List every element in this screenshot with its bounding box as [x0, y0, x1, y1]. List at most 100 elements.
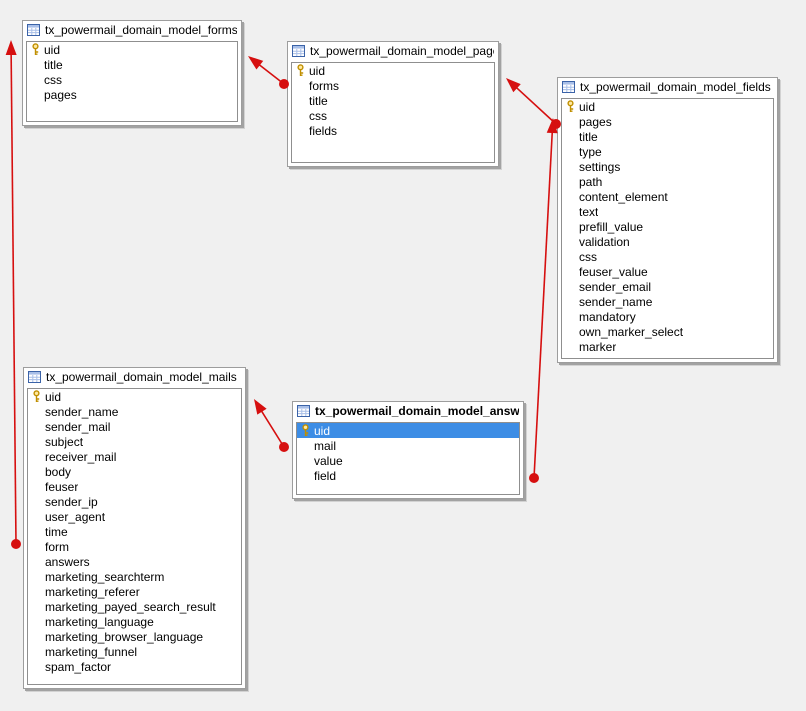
field-row-own_marker_select[interactable]: own_marker_select — [562, 324, 773, 339]
table-header-mails[interactable]: tx_powermail_domain_model_mails — [24, 368, 245, 386]
empty-key-cell — [292, 108, 309, 123]
field-name: title — [44, 57, 63, 72]
primary-key-cell — [292, 63, 309, 78]
field-row-title[interactable]: title — [292, 93, 494, 108]
field-row-marketing_language[interactable]: marketing_language — [28, 614, 241, 629]
field-name: sender_ip — [45, 494, 98, 509]
empty-key-cell — [28, 569, 45, 584]
empty-key-cell — [28, 419, 45, 434]
field-row-title[interactable]: title — [27, 57, 237, 72]
field-row-uid[interactable]: uid — [562, 99, 773, 114]
field-row-marketing_searchterm[interactable]: marketing_searchterm — [28, 569, 241, 584]
empty-key-cell — [292, 123, 309, 138]
field-row-validation[interactable]: validation — [562, 234, 773, 249]
connector-mails-form-to-forms — [5, 40, 21, 549]
empty-key-cell — [292, 93, 309, 108]
empty-key-cell — [28, 404, 45, 419]
table-header-fields[interactable]: tx_powermail_domain_model_fields — [558, 78, 777, 96]
field-row-marketing_funnel[interactable]: marketing_funnel — [28, 644, 241, 659]
field-row-content_element[interactable]: content_element — [562, 189, 773, 204]
field-row-pages[interactable]: pages — [562, 114, 773, 129]
empty-key-cell — [28, 629, 45, 644]
arrowhead — [254, 399, 267, 415]
field-name: settings — [579, 159, 621, 174]
field-row-sender_name[interactable]: sender_name — [28, 404, 241, 419]
field-row-marketing_browser_language[interactable]: marketing_browser_language — [28, 629, 241, 644]
field-row-mail[interactable]: mail — [297, 438, 519, 453]
empty-key-cell — [562, 294, 579, 309]
field-row-uid[interactable]: uid — [292, 63, 494, 78]
field-row-type[interactable]: type — [562, 144, 773, 159]
field-row-sender_email[interactable]: sender_email — [562, 279, 773, 294]
field-row-mandatory[interactable]: mandatory — [562, 309, 773, 324]
field-row-pages[interactable]: pages — [27, 87, 237, 102]
table-grid-icon — [292, 45, 305, 57]
primary-key-icon — [301, 424, 309, 436]
field-row-form[interactable]: form — [28, 539, 241, 554]
field-row-feuser_value[interactable]: feuser_value — [562, 264, 773, 279]
field-row-subject[interactable]: subject — [28, 434, 241, 449]
field-row-uid[interactable]: uid — [27, 42, 237, 57]
field-row-sender_name[interactable]: sender_name — [562, 294, 773, 309]
field-name: validation — [579, 234, 630, 249]
field-row-answers[interactable]: answers — [28, 554, 241, 569]
connector-answers-field-to-fields — [529, 118, 558, 483]
field-row-marketing_referer[interactable]: marketing_referer — [28, 584, 241, 599]
field-row-text[interactable]: text — [562, 204, 773, 219]
field-row-prefill_value[interactable]: prefill_value — [562, 219, 773, 234]
field-row-spam_factor[interactable]: spam_factor — [28, 659, 241, 674]
field-name: receiver_mail — [45, 449, 117, 464]
field-row-settings[interactable]: settings — [562, 159, 773, 174]
table-header-answers[interactable]: tx_powermail_domain_model_answers — [293, 402, 523, 420]
field-row-sender_ip[interactable]: sender_ip — [28, 494, 241, 509]
field-name: path — [579, 174, 603, 189]
empty-key-cell — [562, 114, 579, 129]
empty-key-cell — [562, 159, 579, 174]
field-row-css[interactable]: css — [562, 249, 773, 264]
field-name: spam_factor — [45, 659, 112, 674]
field-row-marker[interactable]: marker — [562, 339, 773, 354]
field-name: fields — [309, 123, 338, 138]
primary-key-cell — [28, 389, 45, 404]
field-name: pages — [579, 114, 612, 129]
field-name: mandatory — [579, 309, 636, 324]
table-header-pages[interactable]: tx_powermail_domain_model_pages — [288, 42, 498, 60]
field-row-field[interactable]: field — [297, 468, 519, 483]
field-row-time[interactable]: time — [28, 524, 241, 539]
table-icon — [297, 405, 310, 417]
field-name: body — [45, 464, 72, 479]
field-name: marketing_payed_search_result — [45, 599, 216, 614]
empty-key-cell — [562, 204, 579, 219]
field-row-uid[interactable]: uid — [297, 423, 519, 438]
field-row-forms[interactable]: forms — [292, 78, 494, 93]
connector-dot — [11, 539, 21, 549]
field-row-user_agent[interactable]: user_agent — [28, 509, 241, 524]
field-name: css — [579, 249, 597, 264]
field-row-value[interactable]: value — [297, 453, 519, 468]
connector-dot — [529, 473, 539, 483]
field-row-receiver_mail[interactable]: receiver_mail — [28, 449, 241, 464]
table-header-forms[interactable]: tx_powermail_domain_model_forms — [23, 21, 241, 39]
field-row-css[interactable]: css — [292, 108, 494, 123]
field-row-title[interactable]: title — [562, 129, 773, 144]
empty-key-cell — [28, 479, 45, 494]
field-name: field — [314, 468, 337, 483]
field-row-body[interactable]: body — [28, 464, 241, 479]
field-name: marketing_referer — [45, 584, 140, 599]
field-row-fields[interactable]: fields — [292, 123, 494, 138]
field-row-marketing_payed_search_result[interactable]: marketing_payed_search_result — [28, 599, 241, 614]
field-row-path[interactable]: path — [562, 174, 773, 189]
field-row-css[interactable]: css — [27, 72, 237, 87]
empty-key-cell — [562, 144, 579, 159]
field-row-uid[interactable]: uid — [28, 389, 241, 404]
field-row-feuser[interactable]: feuser — [28, 479, 241, 494]
field-row-sender_mail[interactable]: sender_mail — [28, 419, 241, 434]
connector-pages-forms-to-forms — [248, 56, 289, 89]
